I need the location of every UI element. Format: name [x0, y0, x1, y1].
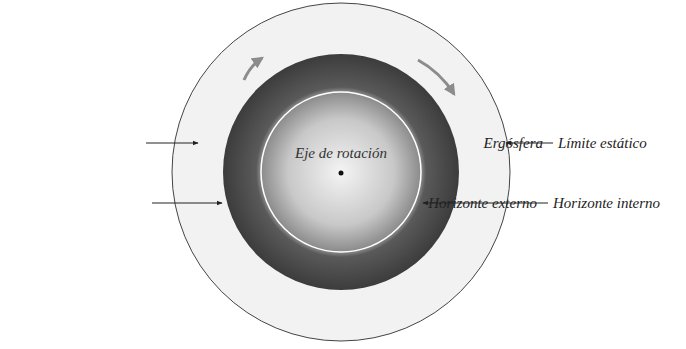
rotation-arrow — [244, 58, 262, 80]
leader-line — [152, 203, 222, 204]
leader-line — [146, 143, 198, 144]
part-label: Ergósfera — [484, 134, 543, 152]
part-label: Límite estático — [558, 134, 647, 152]
part-label: Horizonte interno — [553, 194, 660, 212]
axis-label: Eje de rotación — [261, 144, 421, 162]
rotation-axis-dot — [339, 171, 344, 176]
outer-horizon — [223, 54, 459, 290]
rotation-arrow — [418, 60, 454, 94]
part-label: Horizonte externo — [428, 194, 537, 212]
static-limit — [172, 3, 510, 341]
inner-region: Eje de rotación — [261, 92, 421, 252]
inner-horizon — [261, 92, 421, 252]
